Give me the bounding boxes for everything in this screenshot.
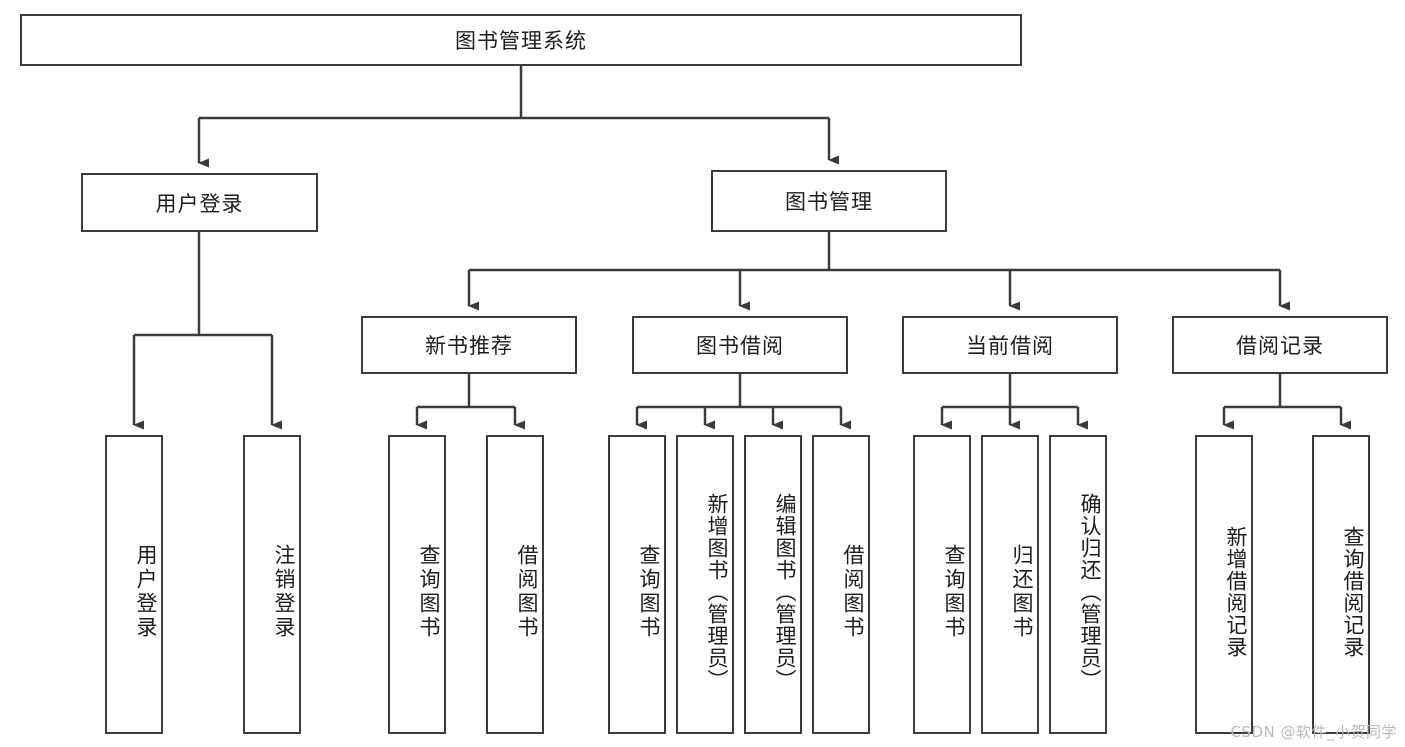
- node-book-management[interactable]: 图书管理: [711, 170, 947, 232]
- leaf-query-borrow-record[interactable]: 查询借阅记录: [1312, 435, 1370, 734]
- leaf-add-book-admin[interactable]: 新增图书（管理员）: [676, 435, 734, 734]
- leaf-borrow-book[interactable]: 借阅图书: [812, 435, 870, 734]
- node-user-login[interactable]: 用户登录: [81, 173, 318, 232]
- node-book-borrow[interactable]: 图书借阅: [632, 316, 848, 374]
- leaf-borrow-book-recommend[interactable]: 借阅图书: [486, 435, 544, 734]
- node-new-book-recommend[interactable]: 新书推荐: [361, 316, 577, 374]
- leaf-query-book-current[interactable]: 查询图书: [913, 435, 971, 734]
- node-root[interactable]: 图书管理系统: [20, 14, 1022, 66]
- node-borrow-record[interactable]: 借阅记录: [1172, 316, 1388, 374]
- leaf-query-book-borrow[interactable]: 查询图书: [608, 435, 666, 734]
- leaf-edit-book-admin[interactable]: 编辑图书（管理员）: [744, 435, 802, 734]
- watermark-label: CSDN @软件_小贺同学: [1230, 723, 1397, 741]
- leaf-query-book-recommend[interactable]: 查询图书: [388, 435, 446, 734]
- node-current-borrow[interactable]: 当前借阅: [902, 316, 1118, 374]
- leaf-user-login[interactable]: 用户登录: [105, 435, 163, 734]
- leaf-user-logout[interactable]: 注销登录: [243, 435, 301, 734]
- leaf-return-book[interactable]: 归还图书: [981, 435, 1039, 734]
- leaf-confirm-return-admin[interactable]: 确认归还（管理员）: [1049, 435, 1107, 734]
- leaf-add-borrow-record[interactable]: 新增借阅记录: [1195, 435, 1253, 734]
